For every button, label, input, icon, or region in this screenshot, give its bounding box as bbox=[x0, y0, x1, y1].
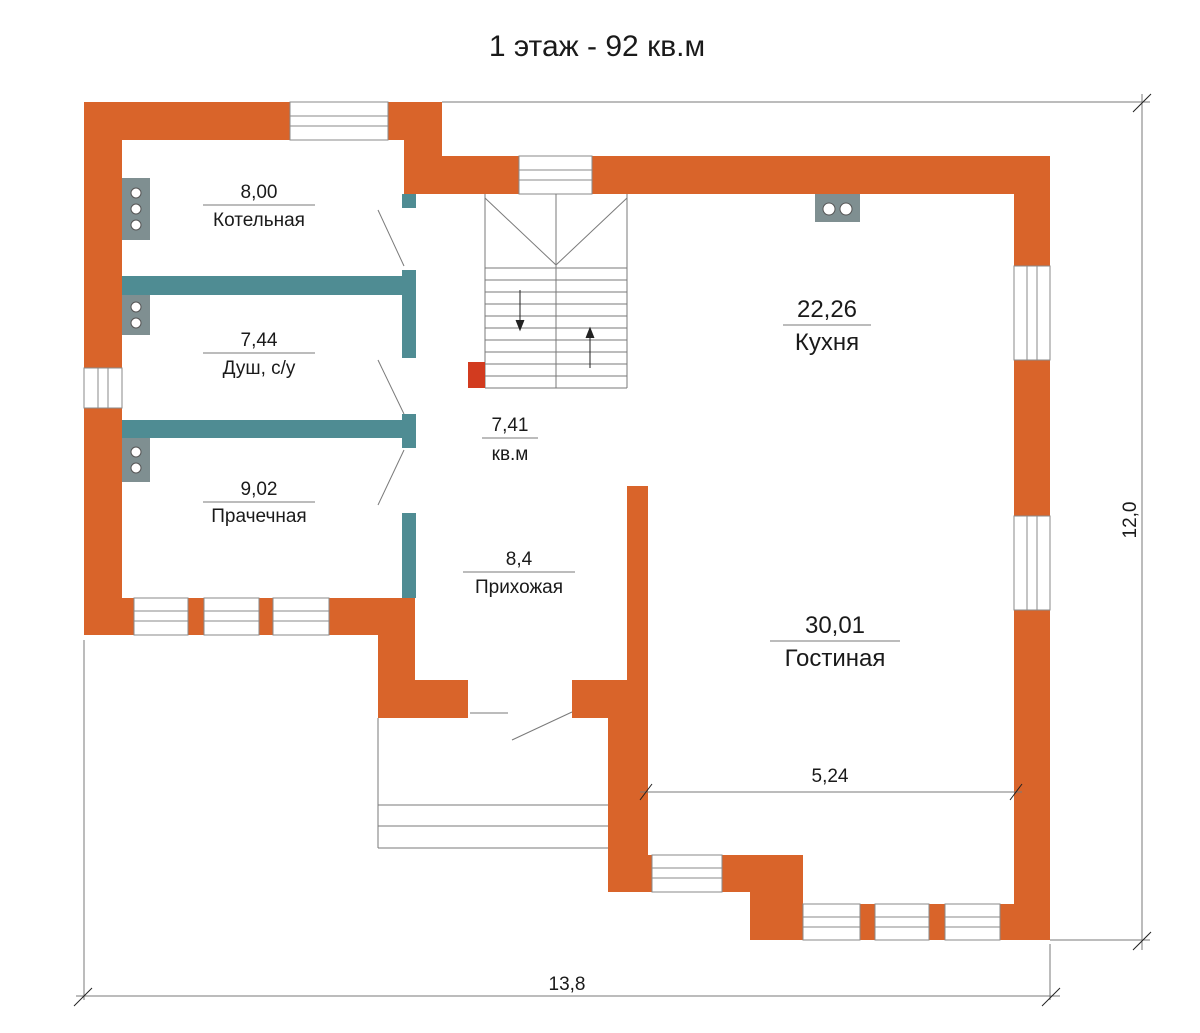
bottom-wall-a bbox=[84, 598, 134, 635]
dimension-living-width-label: 5,24 bbox=[812, 766, 849, 787]
top-wall-right-b bbox=[592, 156, 1050, 194]
window-bottom-right-3 bbox=[944, 903, 1001, 941]
window-bottom-right-1 bbox=[802, 903, 861, 941]
living-partition bbox=[627, 486, 648, 718]
dimension-total-height: 12,0 bbox=[442, 93, 1152, 951]
window-bottom-right-2 bbox=[874, 903, 930, 941]
left-wall-upper bbox=[84, 102, 122, 368]
window-top-right bbox=[518, 155, 593, 195]
right-wall-c bbox=[1014, 610, 1050, 940]
doors bbox=[377, 209, 573, 741]
bottom-wall-h bbox=[1000, 904, 1050, 940]
room-shower: 7,44 Душ, с/у bbox=[203, 330, 315, 379]
door-shower bbox=[377, 359, 405, 415]
partition-walls bbox=[122, 194, 416, 598]
partition-stub-top bbox=[402, 194, 416, 208]
room-kitchen-area: 22,26 bbox=[797, 296, 857, 323]
room-shower-area: 7,44 bbox=[241, 330, 278, 351]
stair-arrow-down-icon bbox=[515, 290, 525, 332]
exterior-walls bbox=[84, 102, 1050, 940]
right-wall-a bbox=[1014, 156, 1050, 266]
vent-laundry-icon bbox=[122, 438, 150, 482]
room-laundry-name: Прачечная bbox=[211, 506, 306, 527]
plan-title: 1 этаж - 92 кв.м bbox=[489, 30, 705, 63]
left-wall-lower bbox=[84, 408, 122, 635]
window-right-b bbox=[1013, 515, 1051, 611]
partition-boiler-shower bbox=[122, 276, 416, 295]
door-laundry bbox=[377, 449, 405, 506]
room-laundry-area: 9,02 bbox=[241, 479, 278, 500]
window-bay bbox=[651, 854, 723, 893]
stair-arrow-up-icon bbox=[585, 326, 595, 368]
bottom-wall-c bbox=[259, 598, 273, 635]
partition-vertical-c bbox=[402, 513, 416, 598]
room-hall: 7,41 кв.м bbox=[482, 415, 538, 465]
ventilation-ducts bbox=[122, 178, 860, 482]
room-entrance-name: Прихожая bbox=[475, 577, 563, 598]
vent-boiler-icon bbox=[122, 178, 150, 240]
top-wall-left bbox=[84, 102, 290, 140]
room-living: 30,01 Гостиная bbox=[770, 612, 900, 672]
window-left bbox=[83, 367, 123, 409]
window-bottom-left-2 bbox=[203, 597, 260, 636]
bay-wall-a bbox=[608, 855, 652, 892]
staircase bbox=[484, 194, 628, 389]
room-kitchen-name: Кухня bbox=[795, 329, 859, 356]
top-wall-right-a bbox=[404, 156, 519, 194]
partition-shower-laundry bbox=[122, 420, 416, 438]
dimension-total-width: 13,8 bbox=[73, 640, 1061, 1007]
windows bbox=[83, 101, 1051, 941]
room-boiler-name: Котельная bbox=[213, 210, 305, 231]
window-bottom-left-1 bbox=[133, 597, 189, 636]
room-entrance: 8,4 Прихожая bbox=[463, 549, 575, 598]
window-right-a bbox=[1013, 265, 1051, 361]
room-living-area: 30,01 bbox=[805, 612, 865, 639]
window-top-left bbox=[289, 101, 389, 141]
partition-vertical-a bbox=[402, 270, 416, 358]
room-boiler: 8,00 Котельная bbox=[203, 182, 315, 231]
bottom-wall-f bbox=[860, 904, 875, 940]
room-boiler-area: 8,00 bbox=[241, 182, 278, 203]
door-boiler bbox=[377, 209, 405, 267]
room-living-name: Гостиная bbox=[785, 645, 886, 672]
door-entrance-b bbox=[511, 711, 573, 741]
right-wall-b bbox=[1014, 360, 1050, 516]
dimension-living-width: 5,24 bbox=[639, 766, 1023, 801]
room-shower-name: Душ, с/у bbox=[223, 358, 296, 379]
partition-vertical-b bbox=[402, 414, 416, 448]
room-kitchen: 22,26 Кухня bbox=[783, 296, 871, 356]
room-laundry: 9,02 Прачечная bbox=[203, 479, 315, 527]
porch-wall-left-return bbox=[378, 680, 468, 718]
bottom-wall-e bbox=[750, 904, 803, 940]
room-hall-area: 7,41 bbox=[492, 415, 529, 436]
chimney-block bbox=[468, 362, 485, 388]
porch-steps bbox=[377, 718, 608, 849]
bottom-wall-g bbox=[929, 904, 945, 940]
vent-shower-icon bbox=[122, 295, 150, 335]
room-hall-name: кв.м bbox=[492, 444, 529, 465]
dimension-total-width-label: 13,8 bbox=[549, 974, 586, 995]
vent-kitchen-icon bbox=[815, 194, 860, 222]
window-bottom-left-3 bbox=[272, 597, 330, 636]
bottom-wall-b bbox=[188, 598, 204, 635]
room-entrance-area: 8,4 bbox=[506, 549, 533, 570]
dimension-total-height-label: 12,0 bbox=[1120, 502, 1141, 539]
